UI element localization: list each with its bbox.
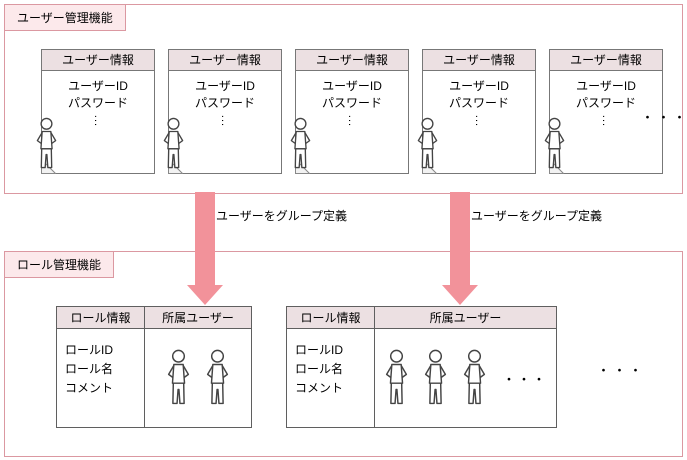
role-fields: ロールID ロール名 コメント [57, 329, 145, 427]
user-cards-row: ユーザー情報 ユーザーID パスワード ... ユーザー情報 ユーザーID パス… [36, 49, 663, 174]
person-icon [163, 117, 184, 169]
arrow-head [442, 285, 478, 305]
person-icon [167, 349, 190, 405]
vertical-ellipsis: ... [218, 114, 231, 128]
vertical-ellipsis: ... [472, 114, 485, 128]
arrow-shaft [195, 192, 215, 285]
role-table: ロール情報 所属ユーザー ロールID ロール名 コメント ・・・ [286, 306, 557, 428]
user-id-label: ユーザーID [449, 79, 509, 93]
vertical-ellipsis: ... [91, 114, 104, 128]
user-section-title: ユーザー管理機能 [4, 4, 126, 31]
password-label: パスワード [67, 96, 128, 110]
role-comment-label: コメント [65, 381, 114, 395]
user-id-label: ユーザーID [68, 79, 128, 93]
user-management-section: ユーザー管理機能 ユーザー情報 ユーザーID パスワード ... ユーザー情報 … [4, 4, 686, 194]
vertical-ellipsis: ... [599, 114, 612, 128]
arrow-label: ユーザーをグループ定義 [216, 209, 348, 223]
arrow-label: ユーザーをグループ定義 [471, 209, 603, 223]
group-define-arrow [187, 192, 223, 305]
more-roles-ellipsis: ・・・ [597, 363, 646, 378]
card-title: ユーザー情報 [423, 50, 535, 71]
members-header: 所属ユーザー [375, 307, 556, 329]
person-icon [425, 349, 447, 405]
person-icon [544, 117, 565, 169]
user-info-card: ユーザー情報 ユーザーID パスワード ... [290, 49, 409, 174]
role-info-header: ロール情報 [287, 307, 375, 329]
password-label: パスワード [194, 96, 255, 110]
group-define-arrow [442, 192, 478, 305]
user-id-label: ユーザーID [195, 79, 255, 93]
person-icon [464, 349, 486, 405]
role-comment-label: コメント [295, 381, 344, 395]
person-icon [206, 349, 229, 405]
password-label: パスワード [448, 96, 509, 110]
card-title: ユーザー情報 [296, 50, 408, 71]
role-management-section: ロール管理機能 ロール情報 所属ユーザー ロールID ロール名 コメント ロール… [4, 251, 683, 457]
person-icon [290, 117, 311, 169]
person-icon [386, 349, 408, 405]
user-info-card: ユーザー情報 ユーザーID パスワード ... [36, 49, 155, 174]
role-id-label: ロールID [295, 343, 344, 357]
role-fields: ロールID ロール名 コメント [287, 329, 375, 427]
vertical-ellipsis: ... [345, 114, 358, 128]
user-info-card: ユーザー情報 ユーザーID パスワード ... [544, 49, 663, 174]
role-info-header: ロール情報 [57, 307, 145, 329]
members-header: 所属ユーザー [145, 307, 251, 329]
password-label: パスワード [575, 96, 636, 110]
user-info-card: ユーザー情報 ユーザーID パスワード ... [163, 49, 282, 174]
card-title: ユーザー情報 [169, 50, 281, 71]
role-name-label: ロール名 [65, 362, 114, 376]
person-icon [36, 117, 57, 169]
role-id-label: ロールID [65, 343, 114, 357]
card-title: ユーザー情報 [550, 50, 662, 71]
arrow-shaft [450, 192, 470, 285]
role-table: ロール情報 所属ユーザー ロールID ロール名 コメント [56, 306, 252, 428]
person-icon [417, 117, 438, 169]
arrow-head [187, 285, 223, 305]
role-members-cell: ・・・ [375, 329, 556, 427]
user-id-label: ユーザーID [576, 79, 636, 93]
role-members-cell [145, 329, 251, 427]
more-users-ellipsis: ・・・ [641, 110, 687, 125]
user-id-label: ユーザーID [322, 79, 382, 93]
card-title: ユーザー情報 [42, 50, 154, 71]
user-info-card: ユーザー情報 ユーザーID パスワード ... [417, 49, 536, 174]
role-section-title: ロール管理機能 [4, 251, 115, 278]
role-name-label: ロール名 [295, 362, 344, 376]
password-label: パスワード [321, 96, 382, 110]
more-members-ellipsis: ・・・ [502, 371, 548, 387]
